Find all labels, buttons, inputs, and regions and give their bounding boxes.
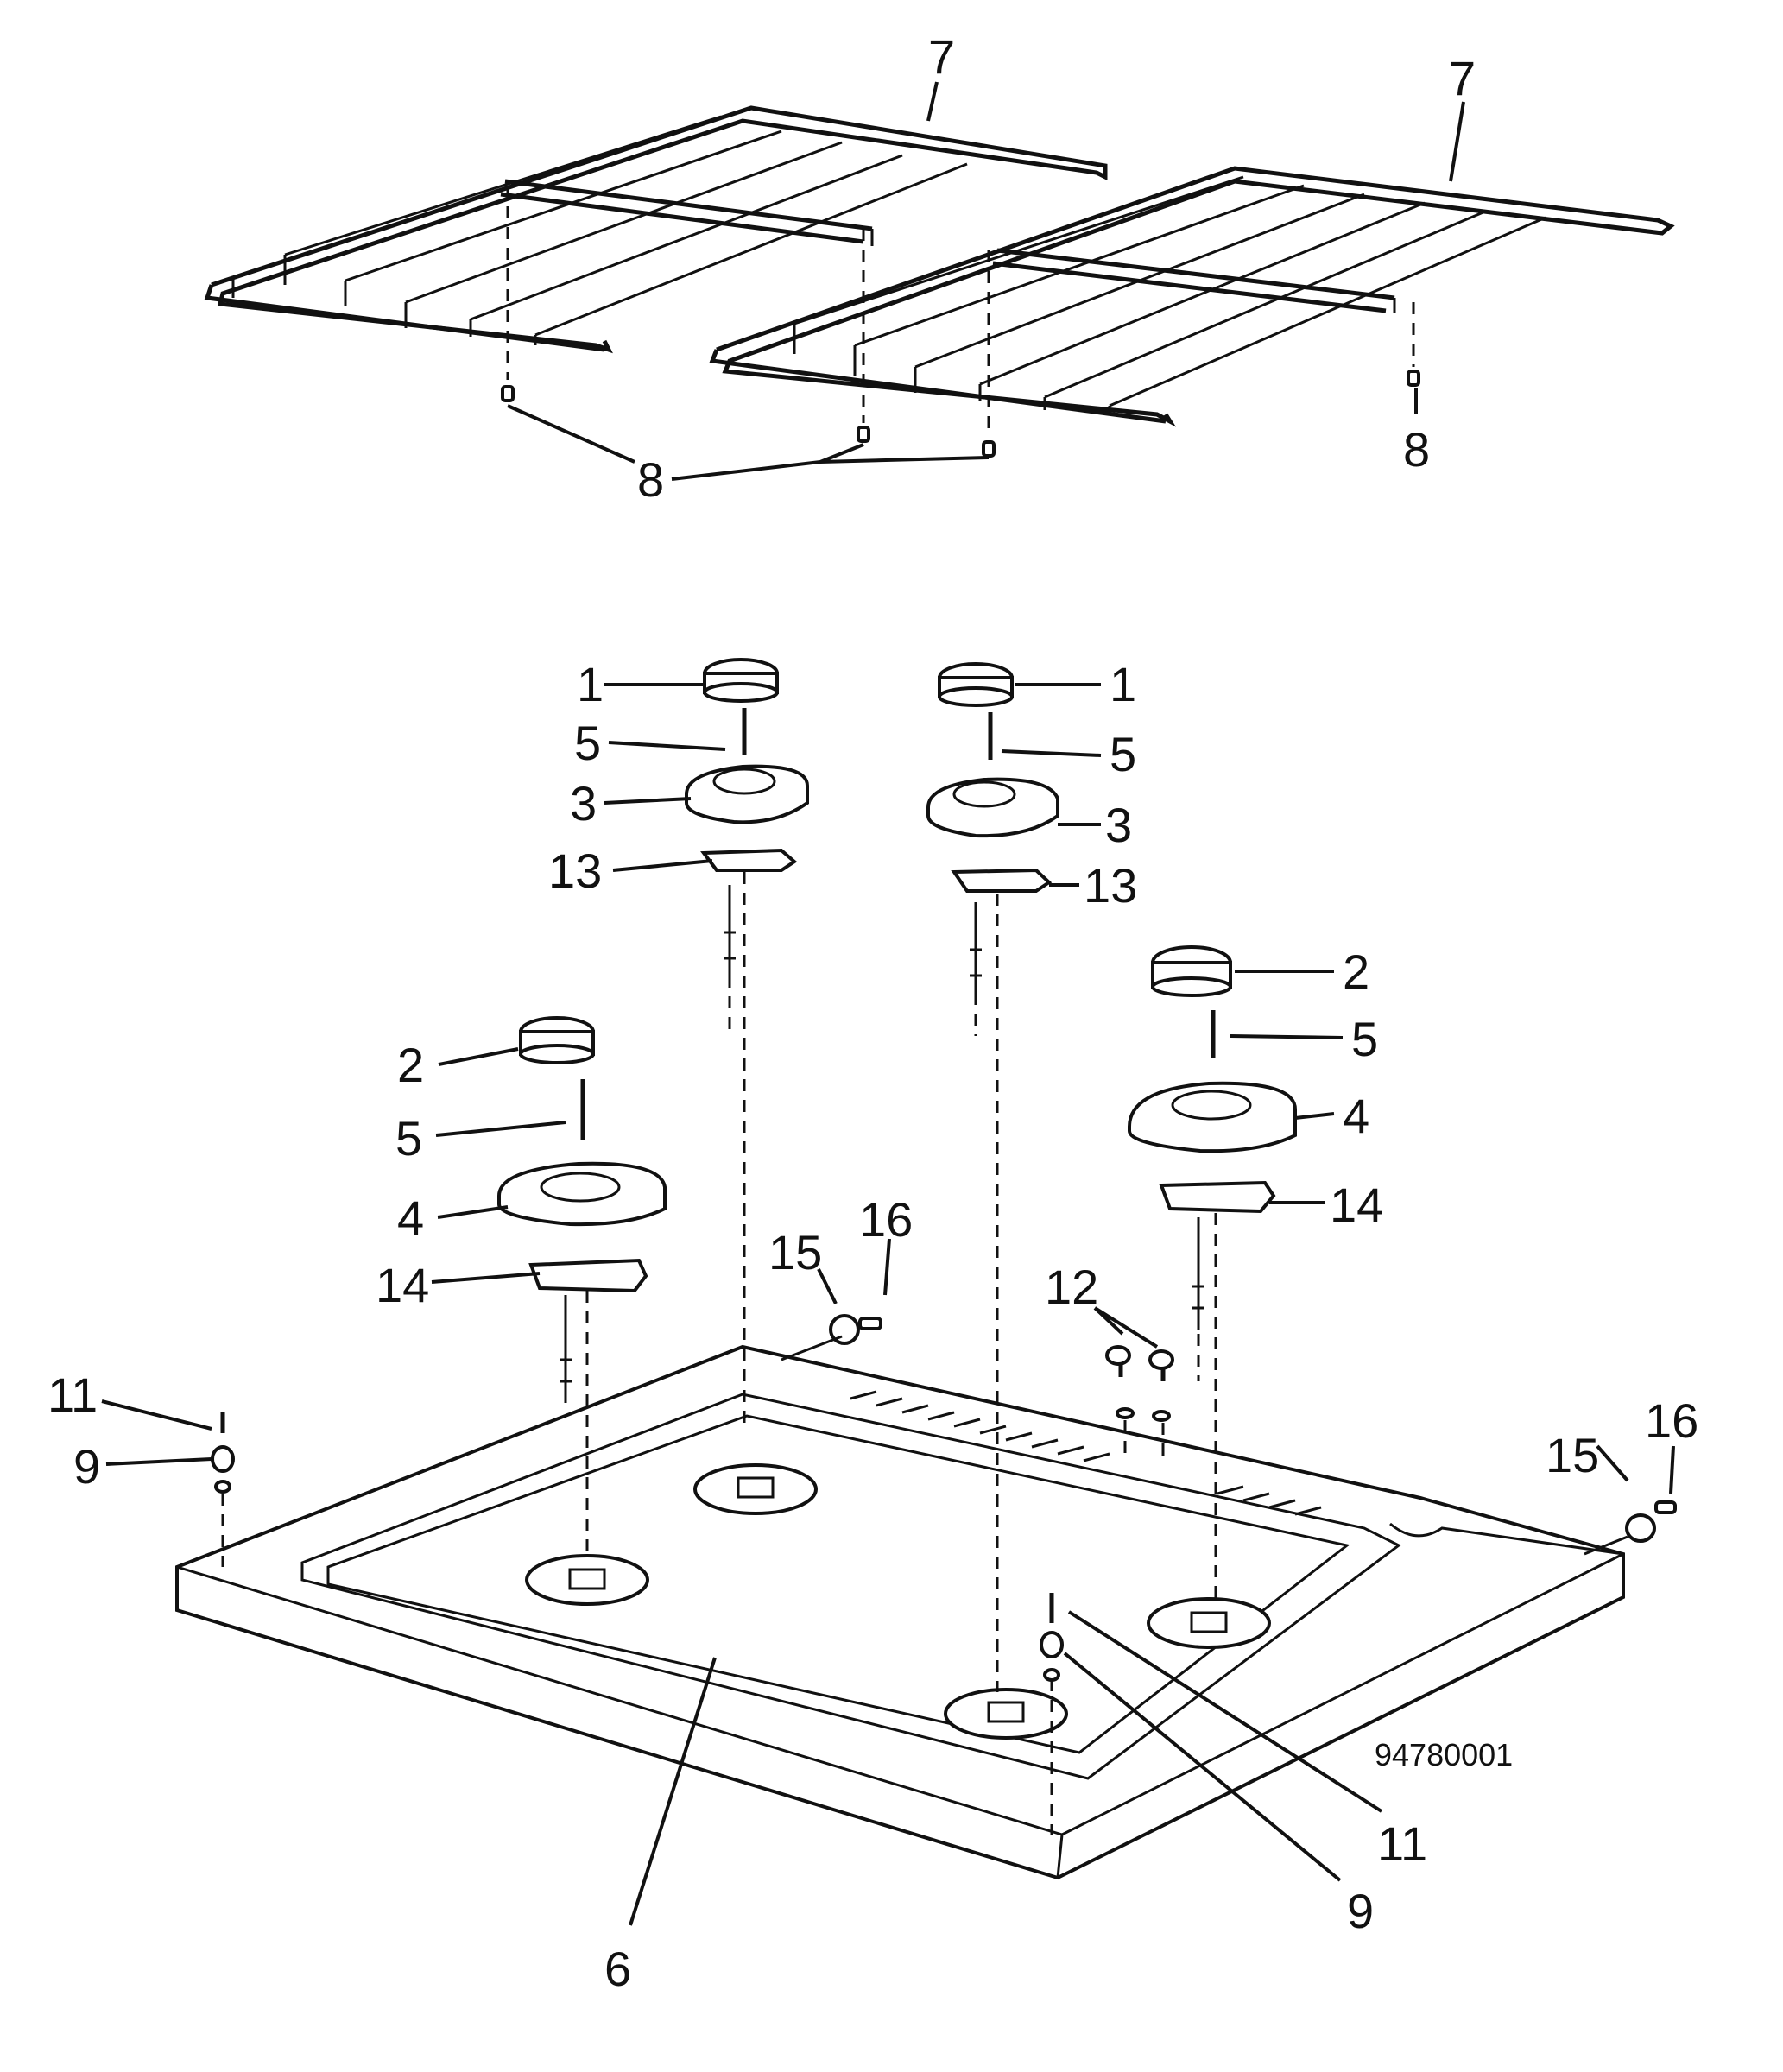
callout-6: 6 <box>604 1942 631 1996</box>
callout-2-left: 2 <box>397 1038 424 1092</box>
callout-13-left: 13 <box>548 843 602 898</box>
callout-15-right: 15 <box>1546 1428 1599 1482</box>
callout-5-mid-right: 5 <box>1351 1012 1378 1066</box>
callout-3-left: 3 <box>570 776 597 831</box>
callout-16-top: 16 <box>859 1192 913 1247</box>
grid-foot-parts <box>501 186 1420 458</box>
fastener-parts <box>211 1314 1677 1835</box>
callout-5-mid-left: 5 <box>395 1111 422 1166</box>
callout-1-right: 1 <box>1110 657 1136 711</box>
pan-support-grid-right <box>709 166 1675 427</box>
callout-11-left: 11 <box>47 1368 98 1422</box>
callout-9-bottom: 9 <box>1347 1884 1374 1938</box>
leader-lines <box>101 81 1675 1926</box>
burner-stack-top-left <box>685 658 809 1424</box>
callout-7-right: 7 <box>1449 51 1476 105</box>
callout-12: 12 <box>1045 1260 1098 1314</box>
callout-5-top-right: 5 <box>1110 727 1136 781</box>
drawing-number: 94780001 <box>1375 1737 1513 1772</box>
callout-labels: 7 7 8 8 1 1 5 5 3 3 13 13 2 2 5 5 4 4 14… <box>47 29 1698 1996</box>
hob-plate <box>175 1344 1625 1880</box>
callout-4-left: 4 <box>397 1191 424 1245</box>
burner-stack-mid-left <box>497 1016 667 1554</box>
callout-8-right: 8 <box>1403 422 1430 477</box>
callout-13-right: 13 <box>1084 858 1137 913</box>
callout-15-top: 15 <box>768 1225 822 1279</box>
callout-9-left: 9 <box>73 1439 100 1494</box>
callout-5-top-left: 5 <box>574 716 601 770</box>
callout-3-right: 3 <box>1105 798 1132 852</box>
callout-7-left: 7 <box>928 29 955 84</box>
burner-stack-top-right <box>926 662 1059 1692</box>
pan-support-grid-left <box>204 105 1108 354</box>
callout-2-right: 2 <box>1343 944 1369 999</box>
callout-8-left: 8 <box>637 452 664 507</box>
callout-14-right: 14 <box>1330 1178 1383 1232</box>
callout-11-bottom: 11 <box>1377 1816 1427 1871</box>
callout-14-left: 14 <box>376 1258 429 1312</box>
callout-1-left: 1 <box>577 657 604 711</box>
burner-stack-mid-right <box>1128 945 1297 1601</box>
callout-16-right: 16 <box>1645 1393 1698 1448</box>
callout-4-right: 4 <box>1343 1089 1369 1143</box>
